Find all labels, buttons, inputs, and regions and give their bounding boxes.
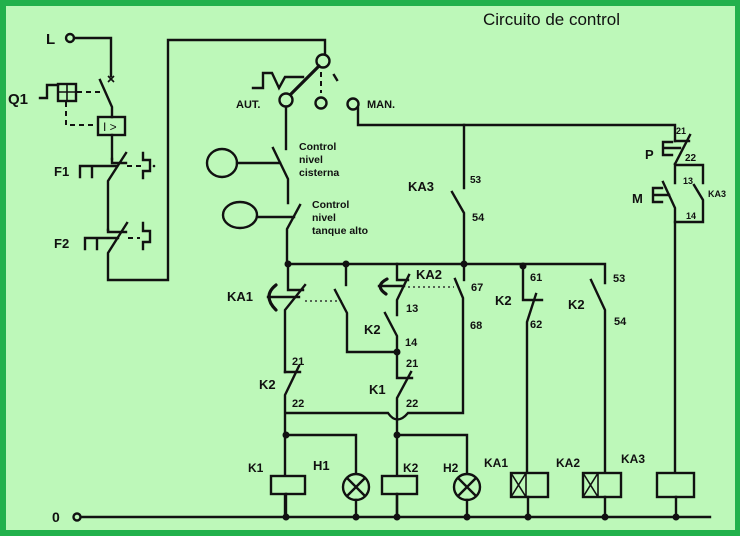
contact-ka1-no (333, 262, 401, 356)
coil-ka3: KA3 (621, 452, 696, 499)
h1-feeder (284, 433, 358, 475)
coil-label: KA3 (621, 452, 645, 466)
diagram-title: Circuito de control (483, 10, 620, 29)
terminal-label: 21 (292, 356, 304, 368)
contact-label: K2 (495, 293, 512, 308)
contact-label: KA3 (708, 189, 726, 199)
terminal-label: 54 (614, 316, 627, 328)
sensor-cisterna-line-3: cisterna (299, 167, 339, 179)
level-sensor-tanque-alto: Control nivel tanque alto (221, 199, 368, 266)
terminal-label: 22 (406, 398, 418, 410)
float-icon (221, 200, 259, 230)
terminal-label: 14 (686, 211, 696, 221)
terminal-label: 22 (292, 398, 304, 410)
sensor-cisterna-line-1: Control (299, 141, 336, 153)
pushbutton-label: M (632, 191, 643, 206)
terminal-label: 53 (613, 273, 625, 285)
level-sensor-cisterna: Control nivel cisterna (205, 105, 339, 205)
contact-k2-nc-right: K2 61 62 (495, 264, 544, 475)
terminal-label: 54 (472, 212, 485, 224)
terminal-label: 21 (676, 126, 686, 136)
contact-ka3-hold: KA3 (673, 183, 726, 224)
lamp-label: H2 (443, 461, 459, 475)
sensor-tanque-line-2: nivel (312, 212, 336, 224)
neutral-drops (284, 492, 678, 519)
coil-label: K1 (248, 461, 264, 475)
contact-ka3-manual: KA3 53 54 (408, 123, 485, 266)
overload-f1-label: F1 (54, 164, 69, 179)
lamp-h1: H1 (313, 458, 371, 502)
lamp-label: H1 (313, 458, 330, 473)
contact-ka1-timed: KA1 (227, 262, 342, 374)
rotary-knob-icon (251, 71, 305, 91)
pushbutton-stop-p: P 21 22 (645, 126, 697, 166)
supply-line-label: L (46, 31, 55, 48)
coil-label: K2 (403, 461, 419, 475)
terminal-label: 13 (683, 176, 693, 186)
h2-feeder (395, 433, 469, 475)
overload-f2: F2 (54, 38, 327, 282)
terminal-label: 68 (470, 320, 482, 332)
terminal-label: 61 (530, 272, 542, 284)
lamp-h2: H2 (443, 461, 482, 502)
pushbutton-start-m: M 13 14 (632, 162, 705, 475)
coil-ka1-timed: KA1 (484, 456, 550, 499)
contact-ka2-timed: KA2 13 (377, 262, 454, 317)
sensor-tanque-line-3: tanque alto (312, 225, 368, 237)
terminal-label: 21 (406, 358, 418, 370)
contact-label: KA3 (408, 179, 434, 194)
terminal-label: 14 (405, 337, 418, 349)
overcurrent-trip-symbol: I > (103, 120, 117, 134)
neutral-label: 0 (52, 509, 60, 525)
breaker-q1: Q1 I > (8, 78, 127, 161)
selector-auto-label: AUT. (236, 99, 260, 111)
neutral-bus: 0 (52, 509, 712, 525)
coil-ka2-timed: KA2 (556, 456, 623, 499)
contact-label: KA1 (227, 289, 253, 304)
contact-ka2-no: 67 68 (284, 262, 483, 421)
contact-label: K1 (369, 382, 386, 397)
overload-f1: F1 (54, 151, 156, 232)
sensor-cisterna-line-2: nivel (299, 154, 323, 166)
contact-label: K2 (568, 297, 585, 312)
contact-k2-no-right: K2 53 54 (568, 273, 627, 475)
terminal-label: 13 (406, 303, 418, 315)
terminal-label: 22 (685, 153, 697, 164)
terminal-label: 53 (470, 175, 482, 186)
supply-line-terminal: L (46, 31, 115, 83)
coil-label: KA1 (484, 456, 508, 470)
breaker-label: Q1 (8, 91, 28, 108)
pushbutton-label: P (645, 147, 654, 162)
control-bus (285, 262, 607, 285)
coil-label: KA2 (556, 456, 580, 470)
overload-f2-label: F2 (54, 236, 69, 251)
selector-manual-label: MAN. (367, 99, 395, 111)
coil-k1: K1 (248, 461, 307, 496)
terminal-label: 67 (471, 282, 483, 294)
sensor-tanque-line-1: Control (312, 199, 349, 211)
canvas-background (6, 6, 735, 530)
contact-label: KA2 (416, 267, 442, 282)
coil-k2: K2 (380, 461, 419, 496)
terminal-label: 62 (530, 319, 542, 331)
contact-k2-no-mid: K2 14 (364, 311, 418, 354)
contact-label: K2 (364, 322, 381, 337)
contact-label: K2 (259, 377, 276, 392)
